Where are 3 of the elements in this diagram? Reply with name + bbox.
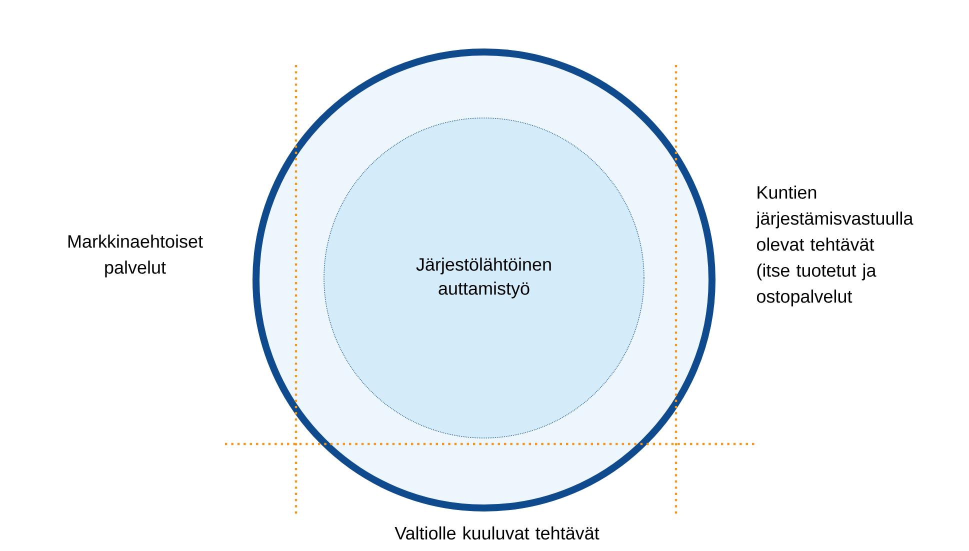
label-text: Valtiolle kuuluvat tehtävät [394,526,600,540]
label-text: Kuntien järjestämisvastuulla olevat tehtävät (itse tuotetut ja ostopalvelut [756,186,914,306]
label-text: Markkinaehtoiset palvelut [68,234,203,278]
